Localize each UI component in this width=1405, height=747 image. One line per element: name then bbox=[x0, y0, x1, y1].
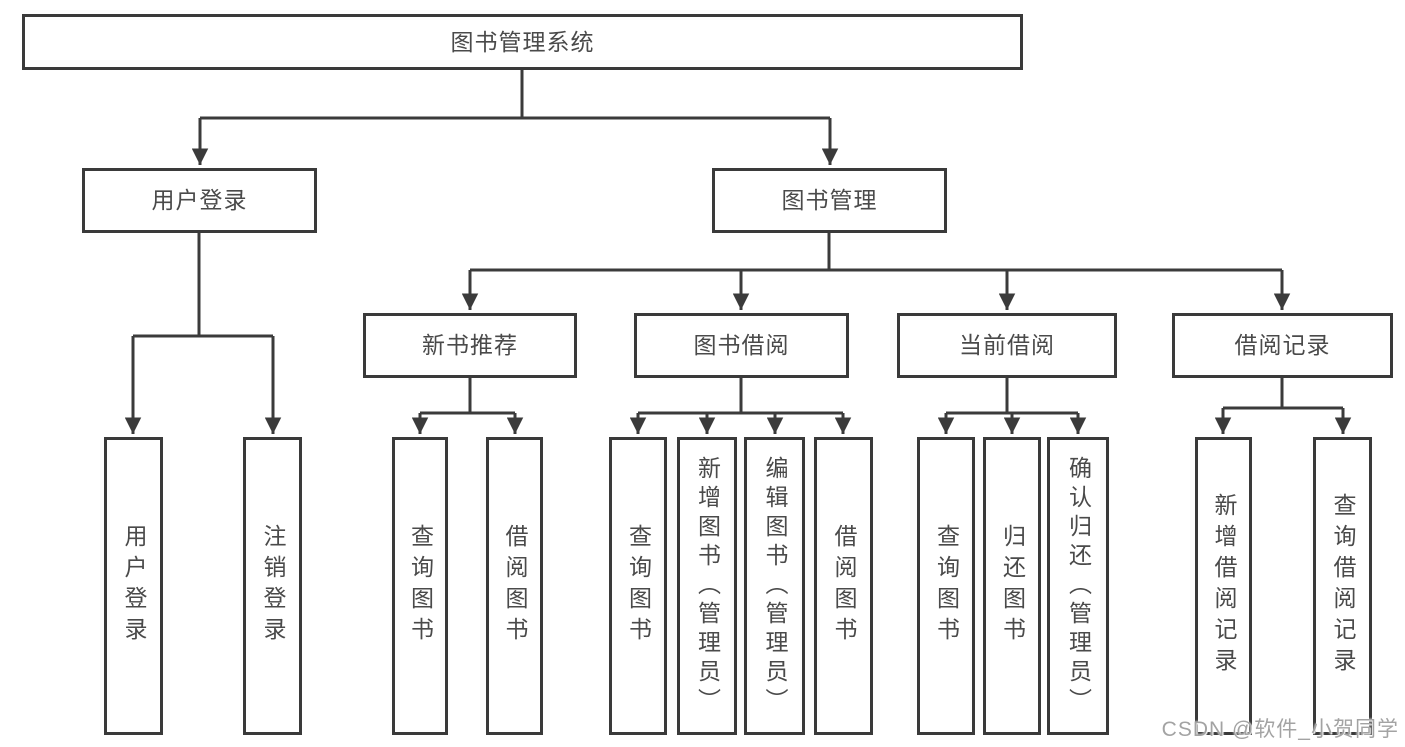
leaf-current-query-books: 查询图书 bbox=[917, 437, 975, 735]
leaf-current-return-books: 归还图书 bbox=[983, 437, 1041, 735]
leaf-borrow-add-books-admin: 新增图书（管理员） bbox=[677, 437, 737, 735]
node-user-login: 用户登录 bbox=[82, 168, 317, 233]
leaf-borrow-query-books: 查询图书 bbox=[609, 437, 667, 735]
leaf-records-query-record: 查询借阅记录 bbox=[1313, 437, 1372, 735]
leaf-records-add-record: 新增借阅记录 bbox=[1195, 437, 1252, 735]
csdn-watermark: CSDN @软件_小贺同学 bbox=[1161, 718, 1399, 741]
node-current-borrow: 当前借阅 bbox=[897, 313, 1117, 378]
leaf-borrow-borrow-books: 借阅图书 bbox=[814, 437, 873, 735]
leaf-borrow-edit-books-admin: 编辑图书（管理员） bbox=[744, 437, 805, 735]
leaf-newbook-borrow-books: 借阅图书 bbox=[486, 437, 543, 735]
node-new-book-recommend: 新书推荐 bbox=[363, 313, 577, 378]
leaf-current-confirm-return-admin: 确认归还（管理员） bbox=[1047, 437, 1109, 735]
leaf-logout: 注销登录 bbox=[243, 437, 302, 735]
leaf-newbook-query-books: 查询图书 bbox=[392, 437, 448, 735]
node-book-borrow: 图书借阅 bbox=[634, 313, 849, 378]
node-book-management: 图书管理 bbox=[712, 168, 947, 233]
node-root: 图书管理系统 bbox=[22, 14, 1023, 70]
node-borrow-records: 借阅记录 bbox=[1172, 313, 1393, 378]
leaf-user-login: 用户登录 bbox=[104, 437, 163, 735]
